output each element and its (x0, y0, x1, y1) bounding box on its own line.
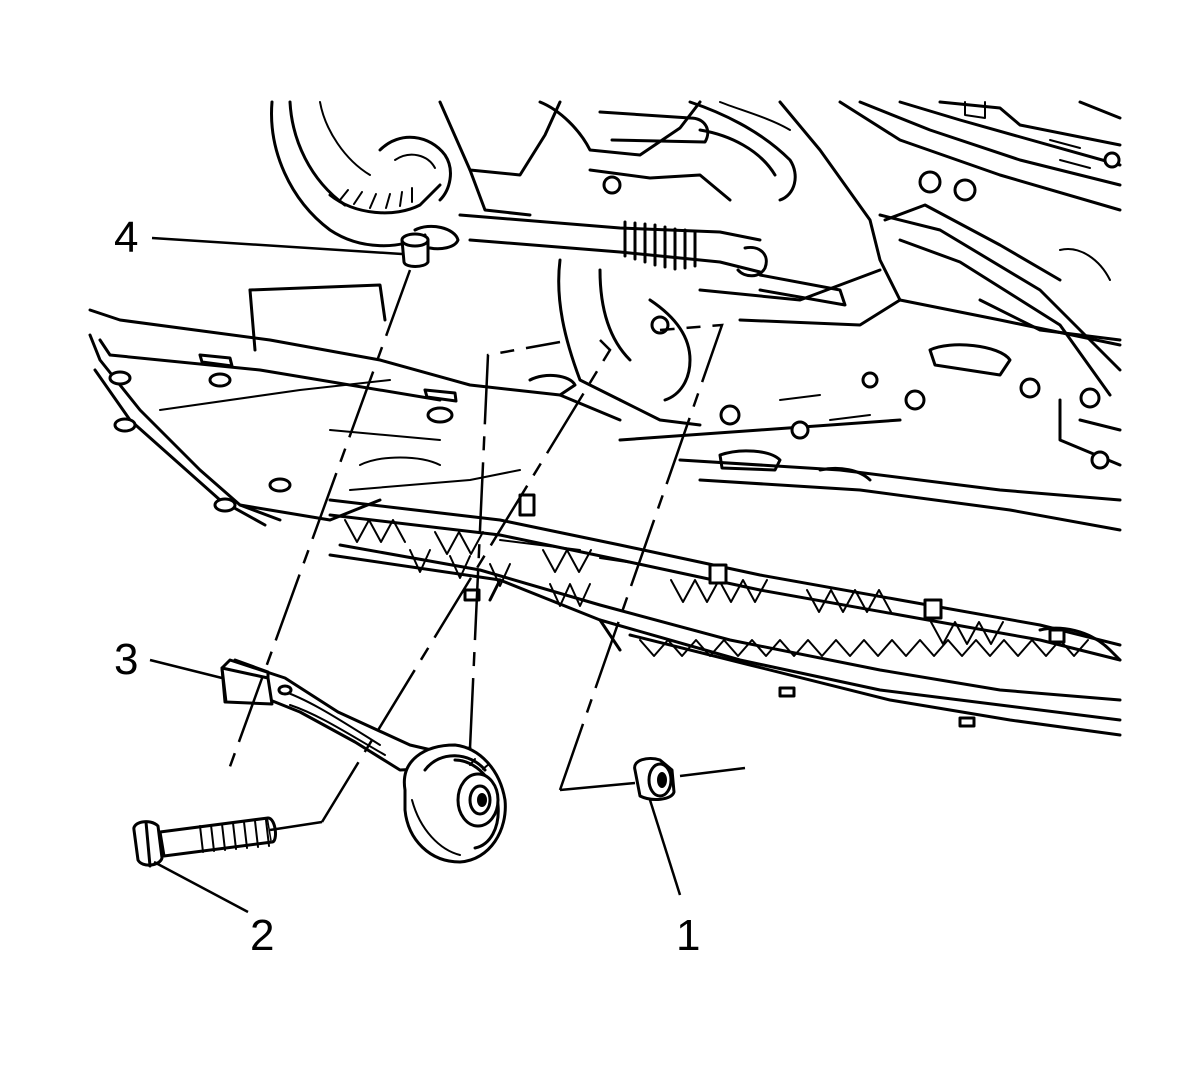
brake-rotor (270, 100, 452, 248)
crossmember (557, 258, 1122, 532)
splash-shield (88, 283, 622, 527)
part-1-nut (633, 756, 676, 801)
vehicle-underbody (88, 100, 1122, 737)
tie-rod-boot (458, 213, 847, 307)
alignment-lines (226, 269, 746, 832)
callout-4: 4 (114, 213, 138, 262)
bumper-fascia (328, 493, 1122, 737)
part-3-link-bracket (220, 658, 507, 864)
axle-housing (438, 100, 797, 217)
callout-1: 1 (676, 911, 700, 960)
part-2-bolt (132, 816, 277, 868)
part-4-mount-bushing (400, 224, 460, 268)
callout-3: 3 (114, 635, 138, 684)
callout-leaders (149, 236, 682, 914)
front-frame (778, 100, 1122, 470)
callout-2: 2 (250, 911, 274, 960)
